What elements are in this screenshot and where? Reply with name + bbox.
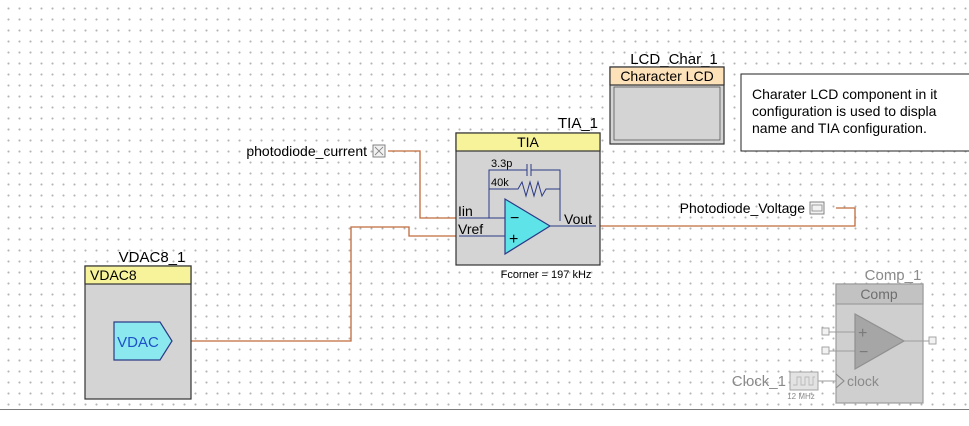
clock-instance-name: Clock_1 — [732, 373, 786, 390]
tia-pin-vref: Vref — [458, 221, 483, 237]
vdac-symbol-label: VDAC — [117, 334, 159, 351]
comp-component[interactable]: Comp_1 Comp + − clock — [822, 267, 936, 403]
vdac-component[interactable]: VDAC8_1 VDAC8 VDAC — [85, 249, 191, 399]
tia-plus-sign: + — [509, 231, 518, 248]
note-line-1: Charater LCD component in it — [752, 86, 937, 102]
vdac-type-label: VDAC8 — [90, 267, 137, 283]
note-line-3: name and TIA configuration. — [752, 120, 927, 136]
note-box[interactable]: Charater LCD component in it configurati… — [741, 74, 969, 151]
tia-cap-label: 3.3p — [491, 158, 512, 170]
comp-pin-minus-icon — [822, 347, 829, 354]
tia-body — [456, 133, 600, 265]
clock-component[interactable]: Clock_1 12 MHz — [732, 372, 836, 401]
comp-type-label: Comp — [860, 286, 898, 302]
wire-photodiode-current[interactable] — [388, 151, 458, 218]
tia-component[interactable]: TIA_1 TIA 3.3p 40k − + Iin Vref Vout Fco… — [456, 115, 600, 281]
comp-clock-pin-label: clock — [847, 373, 880, 389]
photodiode-current-label: photodiode_current — [246, 143, 367, 159]
lcd-component[interactable]: LCD_Char_1 Character LCD — [610, 51, 724, 144]
clock-symbol-icon — [790, 372, 818, 390]
comp-plus-sign: + — [858, 325, 867, 342]
vdac-instance-name: VDAC8_1 — [119, 249, 186, 266]
tia-minus-sign: − — [510, 210, 519, 227]
lcd-instance-name: LCD_Char_1 — [630, 51, 718, 68]
wire-vref[interactable] — [172, 227, 458, 341]
tia-res-label: 40k — [491, 177, 509, 189]
tia-pin-vout: Vout — [564, 211, 592, 227]
comp-pin-plus-icon — [822, 328, 829, 335]
tia-pin-iin: Iin — [458, 203, 473, 219]
photodiode-voltage-label: Photodiode_Voltage — [680, 200, 806, 216]
tia-instance-name: TIA_1 — [558, 115, 598, 132]
canvas-bottom-edge — [0, 409, 969, 426]
comp-minus-sign: − — [859, 344, 868, 361]
note-line-2: configuration is used to displa — [752, 103, 937, 119]
lcd-type-label: Character LCD — [620, 68, 713, 84]
comp-pin-out-icon — [929, 337, 936, 344]
photodiode-voltage-pin[interactable]: Photodiode_Voltage — [680, 200, 824, 216]
photodiode-current-pin[interactable]: photodiode_current — [246, 143, 385, 159]
tia-type-label: TIA — [517, 134, 539, 150]
tia-fcorner-label: Fcorner = 197 kHz — [501, 269, 592, 281]
clock-frequency-label: 12 MHz — [787, 392, 815, 401]
comp-instance-name: Comp_1 — [865, 267, 922, 284]
